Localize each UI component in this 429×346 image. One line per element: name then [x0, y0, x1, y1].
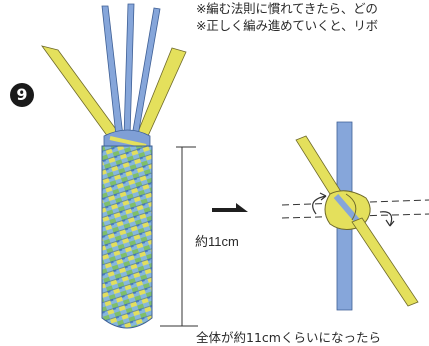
length-bracket: [160, 147, 198, 326]
length-label: 約11cm: [195, 231, 239, 250]
right-arrow-icon: [212, 203, 248, 212]
knot-closeup: [282, 122, 429, 310]
braid-top-strands: [42, 4, 186, 150]
caption-text: 全体が約11cmくらいになったら: [196, 327, 381, 346]
braid-body: [102, 146, 152, 328]
